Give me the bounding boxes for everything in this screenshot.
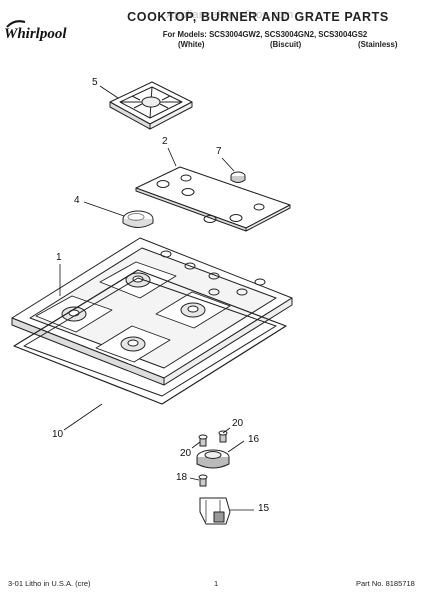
leader-line-5 — [99, 85, 119, 99]
watermark: AppliancePartsPros.com — [166, 9, 294, 21]
leader-line-2 — [167, 147, 177, 167]
logo-swoosh-icon — [6, 20, 26, 28]
logo-text: Whirlpool — [4, 26, 67, 42]
callout-20-lower: 20 — [180, 448, 192, 459]
burner-cap-part — [122, 210, 154, 228]
grate-part — [109, 81, 193, 130]
page-number: 1 — [214, 579, 219, 588]
callout-7: 7 — [216, 146, 222, 157]
callout-1: 1 — [56, 252, 62, 263]
callout-2: 2 — [162, 136, 168, 147]
callout-18: 18 — [176, 472, 188, 483]
variant-biscuit: (Biscuit) — [270, 40, 302, 49]
knob-part — [230, 171, 246, 183]
callout-20-upper: 20 — [232, 418, 244, 429]
callout-10: 10 — [52, 429, 64, 440]
callout-4: 4 — [74, 195, 80, 206]
part-number: Part No. 8185718 — [356, 579, 415, 588]
leader-line-20b — [191, 441, 201, 449]
valve-part — [199, 497, 231, 525]
leader-line-20a — [222, 427, 231, 434]
footer-litho: 3-01 Litho in U.S.A. (cre) — [8, 579, 91, 588]
leader-line-16 — [227, 440, 245, 453]
models-line: For Models: SCS3004GW2, SCS3004GN2, SCS3… — [162, 30, 368, 39]
burner-plate-part — [135, 166, 291, 232]
cooktop-part — [11, 237, 293, 386]
burner-base-part — [196, 449, 230, 469]
leader-line-4 — [83, 201, 125, 217]
variant-white: (White) — [178, 40, 205, 49]
page-title: COOKTOP, BURNER AND GRATE PARTS — [127, 10, 389, 24]
whirlpool-logo: Whirlpool — [4, 20, 67, 43]
callout-5: 5 — [92, 77, 98, 88]
orifice-part — [198, 474, 208, 487]
leader-line-7 — [221, 157, 235, 172]
gasket-part — [13, 269, 287, 405]
callout-16: 16 — [248, 434, 260, 445]
leader-line-18 — [189, 477, 200, 481]
screws-part — [198, 430, 228, 447]
leader-line-10 — [63, 403, 103, 431]
callout-15: 15 — [258, 503, 270, 514]
variant-stainless: (Stainless) — [358, 40, 398, 49]
